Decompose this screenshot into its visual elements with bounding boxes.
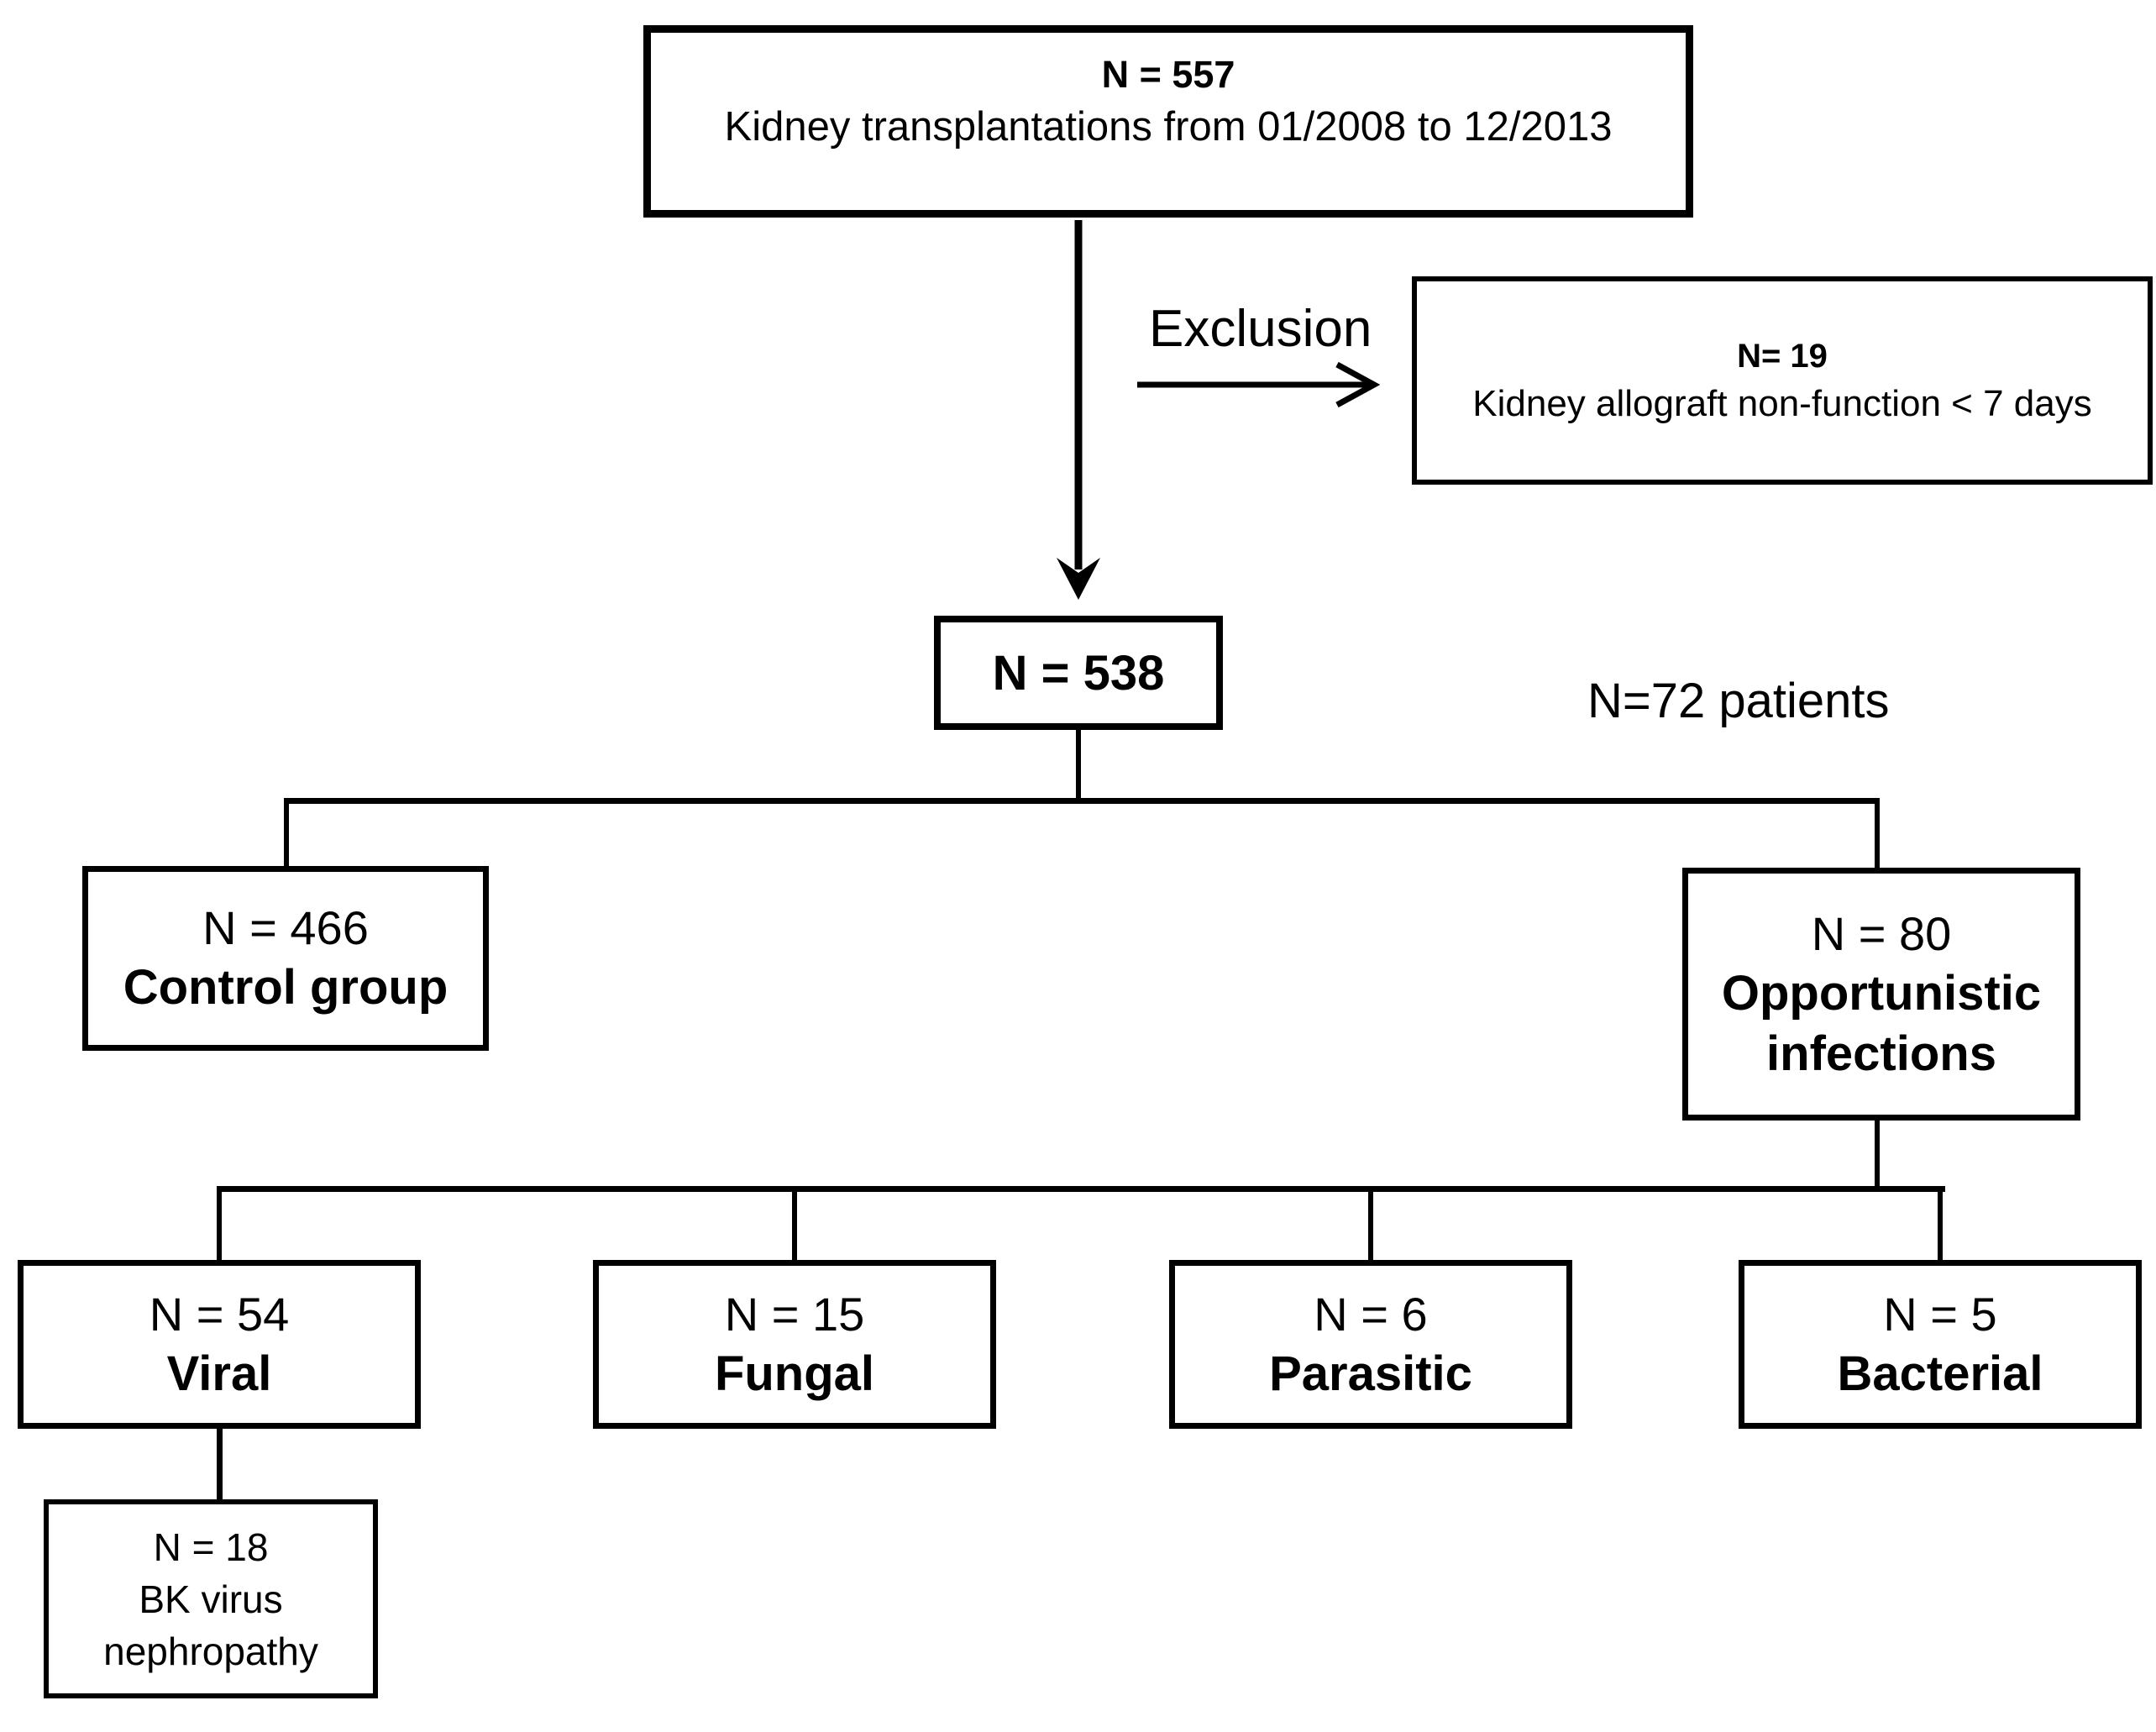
exclusion-n: N= 19 [1737, 338, 1828, 375]
parasitic-label: Parasitic [1269, 1346, 1472, 1401]
included-cohort-n: N = 538 [992, 645, 1165, 701]
fungal-n: N = 15 [724, 1287, 865, 1341]
connector-branch-to-parasitic [1368, 1186, 1373, 1260]
bk-virus-label-line2: nephropathy [103, 1629, 318, 1673]
opportunistic-label-line2: infections [1766, 1026, 1996, 1081]
bk-virus-box: N = 18 BK virus nephropathy [44, 1499, 378, 1698]
connector-viral-to-bk [217, 1429, 223, 1499]
bacterial-n: N = 5 [1883, 1287, 1997, 1341]
main-down-arrow-icon [1057, 220, 1100, 600]
connector-included-to-branch [1076, 730, 1081, 798]
connector-opportunistic-to-branch [1875, 1121, 1880, 1189]
control-group-n: N = 466 [202, 901, 369, 954]
total-transplants-label: Kidney transplantations from 01/2008 to … [724, 104, 1613, 150]
exclusion-arrow-label: Exclusion [1149, 300, 1372, 358]
bacterial-box: N = 5 Bacterial [1739, 1260, 2142, 1429]
control-group-box: N = 466 Control group [82, 866, 489, 1051]
parasitic-box: N = 6 Parasitic [1169, 1260, 1572, 1429]
fungal-label: Fungal [714, 1346, 875, 1401]
connector-branch-to-viral [217, 1186, 222, 1260]
exclusion-label: Kidney allograft non-function < 7 days [1472, 383, 2092, 424]
opportunistic-n: N = 80 [1811, 906, 1952, 960]
exclusion-right-arrow-icon [1137, 361, 1381, 408]
viral-n: N = 54 [149, 1287, 290, 1341]
connector-branch-to-opportunistic [1875, 798, 1880, 868]
bk-virus-n: N = 18 [153, 1525, 269, 1569]
opportunistic-infections-box: N = 80 Opportunistic infections [1682, 868, 2080, 1121]
connector-branch-to-bacterial [1938, 1186, 1943, 1260]
infected-patients-note: N=72 patients [1587, 674, 1890, 728]
exclusion-box: N= 19 Kidney allograft non-function < 7 … [1412, 276, 2153, 485]
connector-branch-to-fungal [792, 1186, 797, 1260]
bk-virus-label-line1: BK virus [139, 1577, 283, 1621]
viral-label: Viral [166, 1346, 272, 1401]
branch1-horizontal-line [284, 798, 1880, 804]
bacterial-label: Bacterial [1837, 1346, 2043, 1401]
opportunistic-label-line1: Opportunistic [1721, 965, 2042, 1021]
control-group-label: Control group [123, 960, 449, 1015]
parasitic-n: N = 6 [1314, 1287, 1428, 1341]
branch2-horizontal-line [218, 1186, 1945, 1192]
fungal-box: N = 15 Fungal [593, 1260, 996, 1429]
connector-branch-to-control [284, 798, 289, 867]
viral-box: N = 54 Viral [18, 1260, 421, 1429]
total-transplants-n: N = 557 [1101, 53, 1235, 96]
included-cohort-box: N = 538 [934, 616, 1223, 730]
total-transplants-box: N = 557 Kidney transplantations from 01/… [643, 25, 1693, 218]
